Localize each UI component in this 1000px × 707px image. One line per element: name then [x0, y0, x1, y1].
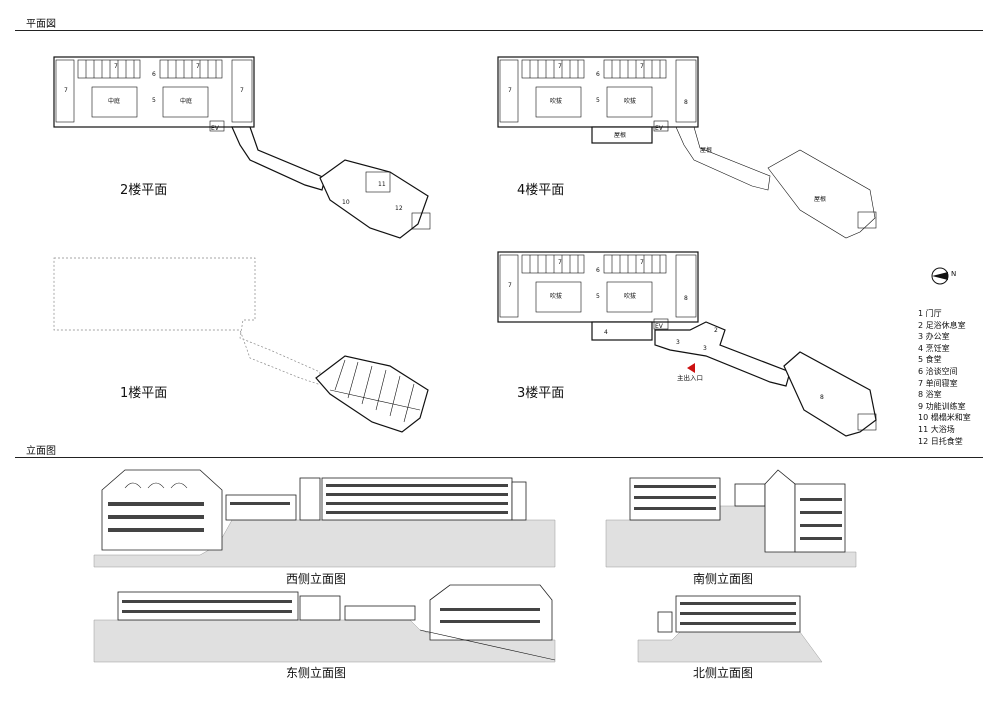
- svg-text:5: 5: [596, 97, 600, 104]
- legend-item: 6 洽谈空间: [918, 366, 958, 376]
- svg-text:屋根: 屋根: [814, 195, 826, 203]
- legend-item: 12 日托食堂: [918, 436, 963, 446]
- west-elevation-label: 西侧立面图: [286, 572, 347, 586]
- elevations-section-title: 立面图: [26, 446, 56, 457]
- floor1-plan-label: 1楼平面: [120, 386, 168, 401]
- svg-text:7: 7: [558, 259, 562, 266]
- room-legend: 1 门厅 2 足浴休息室 3 办公室 4 烹饪室 5 食堂 6 洽谈空间 7 单…: [918, 308, 971, 447]
- svg-text:7: 7: [114, 63, 118, 70]
- svg-text:屋根: 屋根: [614, 131, 626, 139]
- svg-text:8: 8: [684, 99, 688, 106]
- svg-text:11: 11: [378, 181, 386, 188]
- legend-item: 2 足浴休息室: [918, 320, 966, 330]
- svg-text:12: 12: [395, 205, 403, 212]
- svg-text:10: 10: [342, 199, 350, 206]
- svg-text:6: 6: [596, 71, 600, 78]
- svg-text:7: 7: [508, 282, 512, 289]
- svg-text:EV: EV: [655, 125, 664, 132]
- svg-text:EV: EV: [211, 125, 220, 132]
- east-elevation-label: 东侧立面图: [286, 666, 347, 680]
- svg-text:7: 7: [64, 87, 68, 94]
- svg-text:EV: EV: [655, 323, 664, 330]
- svg-text:屋根: 屋根: [700, 146, 712, 154]
- north-label: N: [951, 270, 957, 278]
- svg-text:7: 7: [640, 63, 644, 70]
- legend-item: 11 大浴场: [918, 424, 955, 434]
- north-elevation-label: 北侧立面图: [693, 666, 754, 680]
- svg-text:3: 3: [703, 345, 707, 352]
- svg-text:吹拔: 吹拔: [624, 97, 636, 105]
- svg-text:5: 5: [152, 97, 156, 104]
- elevations-divider: [15, 457, 983, 458]
- svg-text:7: 7: [240, 87, 244, 94]
- svg-text:吹拔: 吹拔: [624, 292, 636, 300]
- svg-text:7: 7: [558, 63, 562, 70]
- svg-text:2: 2: [714, 327, 718, 334]
- legend-item: 7 单间寝室: [918, 378, 958, 388]
- svg-text:3: 3: [676, 339, 680, 346]
- legend-item: 5 食堂: [918, 355, 942, 365]
- svg-text:中庭: 中庭: [108, 97, 120, 105]
- svg-text:6: 6: [152, 71, 156, 78]
- svg-text:7: 7: [640, 259, 644, 266]
- legend-item: 8 浴室: [918, 390, 942, 400]
- plans-divider: [15, 30, 983, 31]
- svg-text:6: 6: [596, 267, 600, 274]
- svg-text:4: 4: [604, 329, 608, 336]
- legend-item: 10 榻榻米和室: [918, 413, 971, 423]
- south-elevation-label: 南侧立面图: [693, 572, 754, 586]
- legend-item: 1 门厅: [918, 309, 942, 318]
- legend-item: 9 功能训练室: [918, 401, 966, 411]
- svg-text:7: 7: [508, 87, 512, 94]
- svg-text:中庭: 中庭: [180, 97, 192, 105]
- svg-text:7: 7: [196, 63, 200, 70]
- entrance-label: 主出入口: [677, 374, 703, 382]
- floor2-plan-label: 2楼平面: [120, 183, 168, 198]
- svg-text:吹拔: 吹拔: [550, 292, 562, 300]
- svg-text:8: 8: [684, 295, 688, 302]
- svg-text:吹拔: 吹拔: [550, 97, 562, 105]
- floor4-plan-label: 4楼平面: [517, 183, 565, 198]
- north-arrow-icon: [931, 267, 949, 285]
- svg-text:5: 5: [596, 293, 600, 300]
- plans-section-title: 平面図: [26, 19, 56, 30]
- floor3-plan-label: 3楼平面: [517, 386, 565, 401]
- svg-text:8: 8: [820, 394, 824, 401]
- legend-item: 3 办公室: [918, 332, 950, 342]
- legend-item: 4 烹饪室: [918, 343, 950, 353]
